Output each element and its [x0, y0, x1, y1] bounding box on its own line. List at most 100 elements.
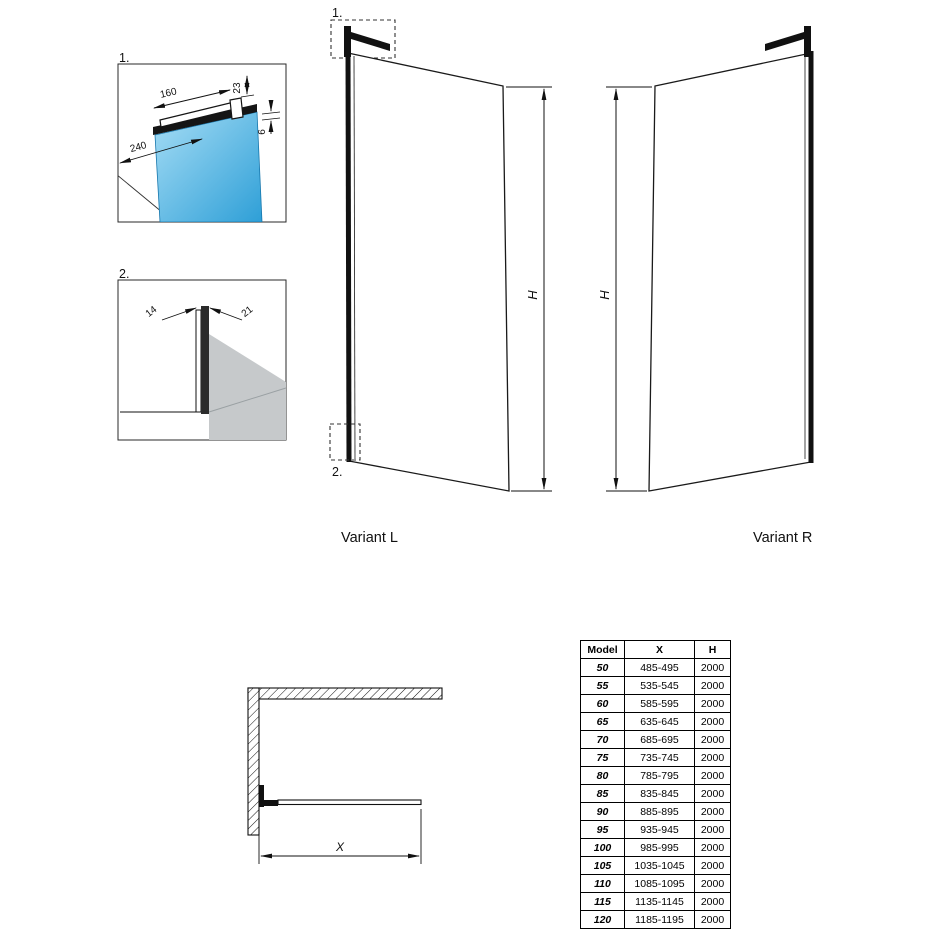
model-cell: 70	[580, 730, 625, 749]
h-cell: 2000	[694, 658, 731, 677]
h-cell: 2000	[694, 694, 731, 713]
x-cell: 835-845	[624, 784, 695, 803]
ext-line	[240, 94, 255, 98]
x-cell: 985-995	[624, 838, 695, 857]
model-cell: 100	[580, 838, 625, 857]
variant-l-drawing: 1. H 2.	[329, 6, 552, 492]
variant-r-caption: Variant R	[753, 530, 813, 546]
h-cell: 2000	[694, 676, 731, 695]
dim-h-left-variant: H	[525, 290, 540, 300]
wall-profile-l	[345, 50, 352, 463]
callout-2-box	[329, 423, 361, 461]
detail-1-drawing: 1. 160 23 240 6	[117, 51, 287, 223]
h-cell: 2000	[694, 730, 731, 749]
h-cell: 2000	[694, 838, 731, 857]
model-cell: 65	[580, 712, 625, 731]
table-header-row: Model X H	[580, 640, 731, 659]
floor-shading	[209, 334, 286, 440]
dim-6: 6	[257, 129, 268, 135]
detail-2-drawing: 2. 14 21	[117, 267, 287, 441]
model-cell: 110	[580, 874, 625, 893]
h-cell: 2000	[694, 874, 731, 893]
h-cell: 2000	[694, 856, 731, 875]
x-cell: 485-495	[624, 658, 695, 677]
back-wall-hatch	[247, 687, 443, 700]
model-cell: 115	[580, 892, 625, 911]
h-cell: 2000	[694, 766, 731, 785]
glass-panel-r	[648, 52, 812, 492]
top-bracket-arm	[765, 32, 804, 51]
top-bracket-arm	[351, 32, 390, 51]
x-cell: 735-745	[624, 748, 695, 767]
x-cell: 685-695	[624, 730, 695, 749]
ext-line	[261, 111, 281, 115]
top-bracket-post	[344, 26, 351, 57]
h-cell: 2000	[694, 910, 731, 929]
model-cell: 90	[580, 802, 625, 821]
dim-23: 23	[232, 82, 243, 94]
model-cell: 120	[580, 910, 625, 929]
model-cell: 95	[580, 820, 625, 839]
x-cell: 1085-1095	[624, 874, 695, 893]
model-cell: 60	[580, 694, 625, 713]
wall-profile-bar	[201, 306, 209, 414]
x-cell: 1035-1045	[624, 856, 695, 875]
dim-line-21	[209, 307, 243, 321]
floor-edge-line	[208, 387, 286, 413]
model-cell: 50	[580, 658, 625, 677]
dim-line-240	[119, 138, 203, 164]
detail-1-label: 1.	[119, 51, 129, 65]
top-view-drawing: X	[247, 687, 443, 864]
x-cell: 885-895	[624, 802, 695, 821]
h-cell: 2000	[694, 748, 731, 767]
h-cell: 2000	[694, 784, 731, 803]
model-cell: 85	[580, 784, 625, 803]
model-cell: 55	[580, 676, 625, 695]
variant-l-callout-1: 1.	[332, 6, 342, 20]
h-cell: 2000	[694, 820, 731, 839]
bracket-hook	[229, 97, 244, 120]
h-cell: 2000	[694, 892, 731, 911]
dim-x: X	[335, 840, 345, 854]
glass-top-view	[277, 799, 422, 806]
variant-l-callout-2: 2.	[332, 465, 342, 479]
ext-line	[261, 117, 281, 121]
x-cell: 535-545	[624, 676, 695, 695]
x-cell: 635-645	[624, 712, 695, 731]
x-cell: 1135-1145	[624, 892, 695, 911]
top-bracket-post	[804, 26, 811, 57]
dim-160: 160	[159, 86, 178, 101]
glass-edge	[195, 309, 202, 413]
bracket-stub	[264, 800, 278, 806]
x-cell: 935-945	[624, 820, 695, 839]
h-cell: 2000	[694, 712, 731, 731]
x-cell: 585-595	[624, 694, 695, 713]
x-cell: 1185-1195	[624, 910, 695, 929]
model-cell: 75	[580, 748, 625, 767]
wall-bracket	[259, 785, 264, 807]
detail-2-label: 2.	[119, 267, 129, 281]
table-header-h: H	[694, 640, 731, 659]
glass-panel-l	[347, 52, 510, 492]
h-cell: 2000	[694, 802, 731, 821]
x-cell: 785-795	[624, 766, 695, 785]
dim-line-160	[153, 89, 231, 109]
variant-r-drawing: H	[597, 26, 814, 492]
table-header-model: Model	[580, 640, 625, 659]
dim-line-14	[161, 307, 197, 321]
model-cell: 80	[580, 766, 625, 785]
